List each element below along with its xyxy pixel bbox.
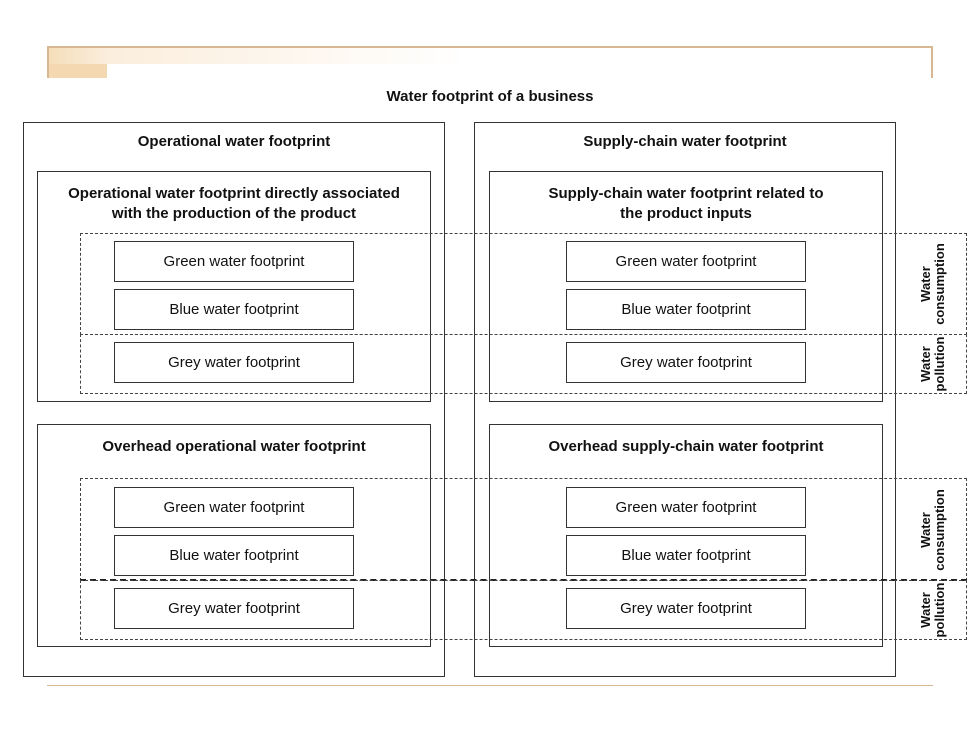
operational-direct-blue: Blue water footprint <box>114 289 354 330</box>
consumption-band-top <box>80 233 967 335</box>
supply-chain-box <box>474 122 896 677</box>
operational-direct-green: Green water footprint <box>114 241 354 282</box>
operational-overhead-heading: Overhead operational water footprint <box>102 438 366 455</box>
side-label-pollution-bottom: Water pollution <box>918 582 947 638</box>
operational-overhead-box <box>37 424 431 647</box>
operational-direct-box <box>37 171 431 402</box>
supply-chain-overhead-green: Green water footprint <box>566 487 806 528</box>
slide-header-tab <box>49 64 107 78</box>
diagram-title: Water footprint of a business <box>386 88 594 105</box>
operational-direct-heading-line1: Operational water footprint directly ass… <box>68 185 400 202</box>
operational-direct-grey: Grey water footprint <box>114 342 354 383</box>
consumption-band-bottom <box>80 478 967 581</box>
slide-header-inner <box>107 64 931 78</box>
supply-chain-inputs-heading-line1: Supply-chain water footprint related to <box>548 185 824 202</box>
supply-chain-heading: Supply-chain water footprint <box>583 133 787 150</box>
operational-overhead-green: Green water footprint <box>114 487 354 528</box>
supply-chain-inputs-grey: Grey water footprint <box>566 342 806 383</box>
side-label-consumption-top: Water consumption <box>918 243 947 325</box>
operational-direct-heading-line2: with the production of the product <box>111 205 357 222</box>
supply-chain-overhead-blue: Blue water footprint <box>566 535 806 576</box>
operational-heading: Operational water footprint <box>137 133 331 150</box>
supply-chain-overhead-heading: Overhead supply-chain water footprint <box>548 438 824 455</box>
operational-overhead-grey: Grey water footprint <box>114 588 354 629</box>
slide-footer-line <box>47 685 933 686</box>
side-label-pollution-top: Water pollution <box>918 336 947 392</box>
supply-chain-overhead-grey: Grey water footprint <box>566 588 806 629</box>
pollution-band-top <box>80 334 967 394</box>
side-label-consumption-bottom: Water consumption <box>918 489 947 571</box>
supply-chain-inputs-blue: Blue water footprint <box>566 289 806 330</box>
supply-chain-inputs-heading-line2: the product inputs <box>620 205 752 222</box>
supply-chain-overhead-box <box>489 424 883 647</box>
operational-box <box>23 122 445 677</box>
operational-overhead-blue: Blue water footprint <box>114 535 354 576</box>
supply-chain-inputs-green: Green water footprint <box>566 241 806 282</box>
pollution-band-bottom <box>80 580 967 640</box>
supply-chain-inputs-box <box>489 171 883 402</box>
